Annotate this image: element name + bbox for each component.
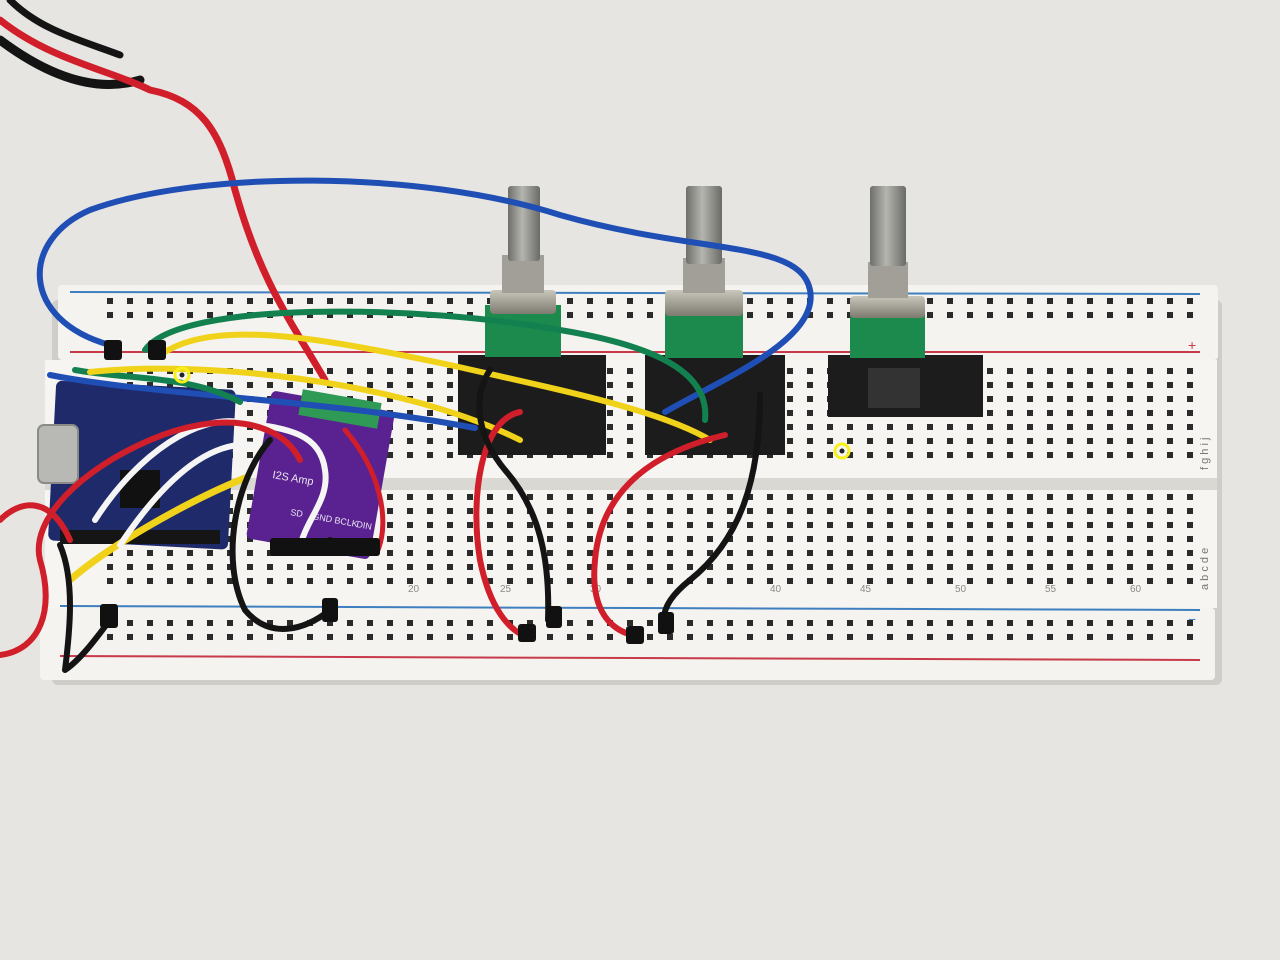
plug-mcu-top: [104, 340, 122, 360]
plug-black-1: [518, 624, 536, 642]
encoder-1-thread: [502, 255, 544, 293]
blue-loop-wire: [36, 177, 814, 415]
amp-pin-label: DIN: [356, 519, 373, 532]
red-encoder-1-wire: [473, 409, 528, 639]
plug-black-6: [322, 598, 338, 622]
black-encoder-1-wire: [476, 367, 552, 623]
bottom-rail-red-line: [59, 655, 1201, 661]
rail-minus-marker: −: [1188, 611, 1196, 627]
yellow-long-wire: [162, 331, 713, 443]
green-loop-wire: [142, 308, 709, 423]
jumper-wires: [0, 0, 814, 673]
amp-pin-label: BCLK: [334, 515, 359, 529]
column-number-label: 40: [770, 584, 782, 595]
plug-mcu-top-2: [148, 340, 166, 360]
highlight-markers: [173, 366, 851, 460]
red-amp-wire: [342, 427, 386, 553]
blue-short-wire: [47, 372, 478, 431]
encoder-3-shaft: [870, 186, 906, 266]
plug-black-3: [626, 626, 644, 644]
red-encoder-2-wire: [591, 432, 728, 639]
mcu-header-bottom: [60, 530, 220, 544]
encoder-3-pins: [868, 368, 920, 408]
power-lead-red-wire: [0, 16, 329, 384]
wire-plugs: [100, 340, 674, 644]
row-letters-lower: a b c d e: [1199, 548, 1211, 590]
power-lead-black-wire-2: [6, 0, 124, 59]
yellow-bottom-wire: [66, 474, 249, 584]
encoder-1-shaft: [508, 186, 540, 261]
highlight-dot: [839, 448, 845, 454]
plug-amp-row: [270, 538, 380, 556]
encoder-3-nut: [850, 296, 925, 318]
column-number-label: 50: [955, 584, 967, 595]
rail-plus-marker: +: [1188, 337, 1196, 353]
bottom-rail-blue-line: [59, 605, 1201, 611]
highlight-circle: [833, 442, 851, 460]
column-number-label: 60: [1130, 584, 1142, 595]
column-number-label: 45: [860, 584, 872, 595]
black-encoder-2-wire: [661, 392, 763, 628]
usb-c-port-icon: [37, 424, 79, 484]
row-letters-upper: f g h i j: [1199, 438, 1211, 470]
plug-black-2: [546, 606, 562, 628]
rotary-encoder-3: [828, 186, 983, 417]
column-number-label: 55: [1045, 584, 1057, 595]
highlight-dot: [179, 372, 185, 378]
plug-black-5: [100, 604, 118, 628]
encoder-2-body: [665, 310, 743, 358]
top-rail-blue-line: [69, 291, 1201, 295]
black-left-wire: [57, 542, 113, 673]
amp-pcb: [246, 391, 395, 560]
bottom-rail-holes: [100, 616, 1200, 644]
column-number-label: 25: [500, 584, 512, 595]
column-number-label: 20: [408, 584, 420, 595]
encoder-2-nut: [665, 290, 743, 316]
highlight-circle: [173, 366, 191, 384]
encoder-3-thread: [868, 262, 908, 298]
amp-pin-label: SD: [290, 507, 305, 519]
white-wire-1: [92, 418, 329, 551]
yellow-encoder-1-wire: [87, 365, 523, 443]
encoder-1-nut: [490, 290, 556, 314]
red-left-wire: [0, 419, 303, 658]
white-wire-2: [117, 441, 258, 548]
power-lead-black-wire: [0, 35, 145, 89]
red-left-wire-2: [0, 502, 73, 543]
plug-black-4: [658, 612, 674, 634]
black-amp-wire: [229, 437, 333, 632]
encoder-2-shaft: [686, 186, 722, 264]
